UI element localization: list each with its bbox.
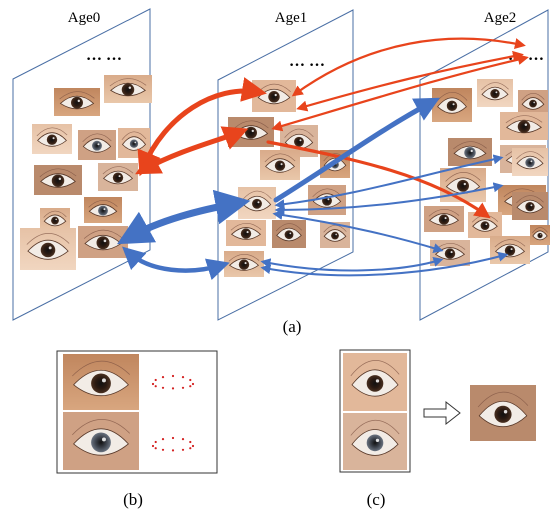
plane-label-age2: Age2 xyxy=(484,10,517,26)
blue-relation-arrow xyxy=(274,182,504,215)
landmark-dot xyxy=(171,387,175,390)
landmark-dot xyxy=(189,378,192,382)
landmark-dot xyxy=(181,448,185,451)
blue-relation-arrow xyxy=(117,189,251,245)
landmark-dot xyxy=(171,436,175,440)
eye-thumbnail xyxy=(440,168,486,202)
caption-c: (c) xyxy=(367,490,386,509)
blue-relation-arrow xyxy=(122,246,230,281)
landmark-dot xyxy=(171,374,175,378)
panel-c-eye-bottom xyxy=(343,413,407,470)
eye-thumbnail xyxy=(104,75,152,103)
eye-thumbnail xyxy=(226,220,266,246)
eye-thumbnail xyxy=(477,79,513,107)
panel-c-eye-images xyxy=(343,353,536,470)
panel-b-eye-bottom xyxy=(63,412,139,470)
caption-a: (a) xyxy=(283,317,302,336)
eye-thumbnail xyxy=(432,88,472,122)
eye-thumbnail xyxy=(118,128,150,158)
landmark-dot xyxy=(181,438,185,441)
landmark-dot xyxy=(189,447,192,450)
panel-b-landmarks xyxy=(151,374,195,452)
landmark-dot xyxy=(154,447,157,450)
eye-thumbnail xyxy=(238,187,276,219)
landmark-dot xyxy=(191,382,195,386)
eye-thumbnail xyxy=(78,226,128,258)
panel-c-eye-result xyxy=(470,385,536,441)
eye-thumbnail xyxy=(98,163,138,191)
caption-b: (b) xyxy=(123,490,143,509)
landmark-dot xyxy=(191,444,195,448)
eye-thumbnail xyxy=(84,197,122,223)
plane-ellipsis-age1: … … xyxy=(289,53,325,70)
eye-thumbnail xyxy=(78,130,116,160)
panel-b-eye-images xyxy=(63,354,139,470)
eye-thumbnail xyxy=(224,251,264,277)
landmark-dot xyxy=(154,378,157,382)
red-relation-arrow xyxy=(135,126,249,175)
eye-thumbnail xyxy=(32,124,72,154)
eye-thumbnail xyxy=(252,80,296,112)
relation-arrows xyxy=(117,37,529,281)
eye-thumbnail xyxy=(512,192,548,220)
eye-thumbnail xyxy=(54,88,100,116)
plane-label-age1: Age1 xyxy=(275,10,308,26)
landmark-dot xyxy=(154,440,157,444)
plane-label-age0: Age0 xyxy=(68,10,101,26)
eye-thumbnail xyxy=(530,225,550,245)
panel-c-eye-top xyxy=(343,353,407,411)
eye-thumbnail xyxy=(500,112,548,140)
panel-b xyxy=(56,350,218,474)
landmark-dot xyxy=(189,385,192,388)
landmark-dot xyxy=(151,444,155,448)
eye-thumbnail xyxy=(34,165,82,195)
landmark-dot xyxy=(189,440,192,444)
blue-relation-arrow xyxy=(260,251,509,277)
landmark-dot xyxy=(161,448,165,451)
red-relation-arrow xyxy=(271,54,529,132)
landmark-dot xyxy=(154,385,157,388)
eye-thumbnail xyxy=(272,220,306,248)
landmark-dot xyxy=(181,386,185,389)
eye-thumbnail xyxy=(512,148,548,176)
transform-arrow-icon xyxy=(423,400,461,426)
blue-relation-arrow xyxy=(272,209,444,253)
landmark-dot xyxy=(171,449,175,452)
plane-ellipsis-age0: … … xyxy=(86,47,122,64)
eye-thumbnail xyxy=(490,236,530,264)
landmark-dot xyxy=(181,376,185,379)
eye-thumbnail xyxy=(424,206,464,232)
landmark-dot xyxy=(161,376,165,379)
panel-c xyxy=(339,349,536,473)
landmark-dot xyxy=(161,386,165,389)
panel-b-eye-top xyxy=(63,354,139,410)
eye-thumbnail xyxy=(260,150,300,180)
landmark-dot xyxy=(151,382,155,386)
eye-thumbnail xyxy=(20,228,76,270)
landmark-dot xyxy=(161,438,165,441)
